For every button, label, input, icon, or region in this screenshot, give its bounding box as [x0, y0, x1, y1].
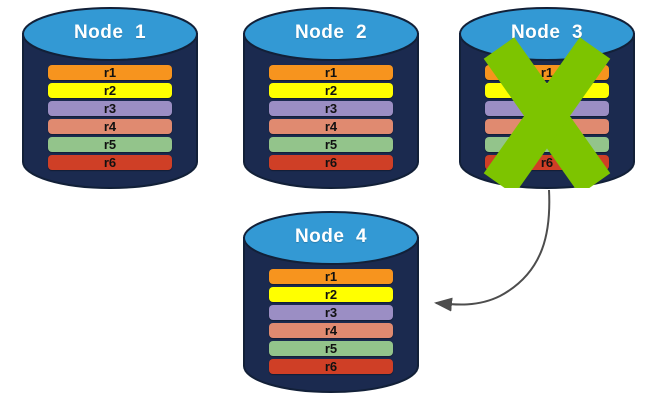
data-row-r2[interactable]: r2 — [48, 83, 172, 98]
data-row-r6[interactable]: r6 — [269, 359, 393, 374]
data-row-r4[interactable]: r4 — [269, 323, 393, 338]
data-row-r5[interactable]: r5 — [485, 137, 609, 152]
row-label: r6 — [103, 155, 117, 170]
data-row-r3[interactable]: r3 — [269, 101, 393, 116]
data-row-r2[interactable]: r2 — [269, 83, 393, 98]
data-row-r4[interactable]: r4 — [485, 119, 609, 134]
row-label: r2 — [103, 83, 117, 98]
data-row-r1[interactable]: r1 — [48, 65, 172, 80]
row-label: r6 — [540, 155, 554, 170]
row-label: r5 — [103, 137, 117, 152]
data-row-r4[interactable]: r4 — [269, 119, 393, 134]
data-row-r1[interactable]: r1 — [269, 269, 393, 284]
data-row-r3[interactable]: r3 — [485, 101, 609, 116]
data-row-r5[interactable]: r5 — [269, 341, 393, 356]
database-node[interactable]: Node 1 r1 r2 r3 r4 r5 r6 — [22, 7, 198, 189]
database-node[interactable]: Node 3 r1 r2 r3 r4 r5 r6 — [459, 7, 635, 189]
database-node[interactable]: Node 4 r1 r2 r3 r4 r5 r6 — [243, 211, 419, 393]
row-label: r1 — [540, 65, 554, 80]
data-row-r2[interactable]: r2 — [269, 287, 393, 302]
node-title: Node 3 — [510, 22, 584, 43]
cylinder-top — [243, 211, 419, 265]
row-label: r6 — [324, 155, 338, 170]
row-label: r1 — [324, 65, 338, 80]
data-row-r1[interactable]: r1 — [269, 65, 393, 80]
data-row-r6[interactable]: r6 — [485, 155, 609, 170]
data-row-r3[interactable]: r3 — [269, 305, 393, 320]
row-list: r1 r2 r3 r4 r5 r6 — [243, 269, 419, 374]
data-row-r5[interactable]: r5 — [48, 137, 172, 152]
database-node[interactable]: Node 2 r1 r2 r3 r4 r5 r6 — [243, 7, 419, 189]
data-row-r6[interactable]: r6 — [269, 155, 393, 170]
row-label: r1 — [103, 65, 117, 80]
row-label: r5 — [324, 341, 338, 356]
row-label: r3 — [103, 101, 117, 116]
data-row-r2[interactable]: r2 — [485, 83, 609, 98]
row-label: r4 — [540, 119, 554, 134]
data-row-r5[interactable]: r5 — [269, 137, 393, 152]
row-label: r5 — [324, 137, 338, 152]
data-row-r4[interactable]: r4 — [48, 119, 172, 134]
data-row-r1[interactable]: r1 — [485, 65, 609, 80]
row-label: r2 — [324, 83, 338, 98]
row-label: r5 — [540, 137, 554, 152]
node-title: Node 4 — [294, 226, 368, 247]
row-list: r1 r2 r3 r4 r5 r6 — [22, 65, 198, 170]
cylinder-top — [243, 7, 419, 61]
row-list: r1 r2 r3 r4 r5 r6 — [243, 65, 419, 170]
row-label: r3 — [540, 101, 554, 116]
data-row-r6[interactable]: r6 — [48, 155, 172, 170]
row-label: r1 — [324, 269, 338, 284]
node-title: Node 1 — [73, 22, 147, 43]
node-title: Node 2 — [294, 22, 368, 43]
row-label: r3 — [324, 305, 338, 320]
data-row-r3[interactable]: r3 — [48, 101, 172, 116]
row-label: r2 — [324, 287, 338, 302]
row-label: r6 — [324, 359, 338, 374]
row-label: r3 — [324, 101, 338, 116]
arrow-path — [434, 189, 551, 312]
row-label: r2 — [540, 83, 554, 98]
row-label: r4 — [103, 119, 117, 134]
row-list: r1 r2 r3 r4 r5 r6 — [459, 65, 635, 170]
cylinder-top — [22, 7, 198, 61]
row-label: r4 — [324, 119, 338, 134]
row-label: r4 — [324, 323, 338, 338]
